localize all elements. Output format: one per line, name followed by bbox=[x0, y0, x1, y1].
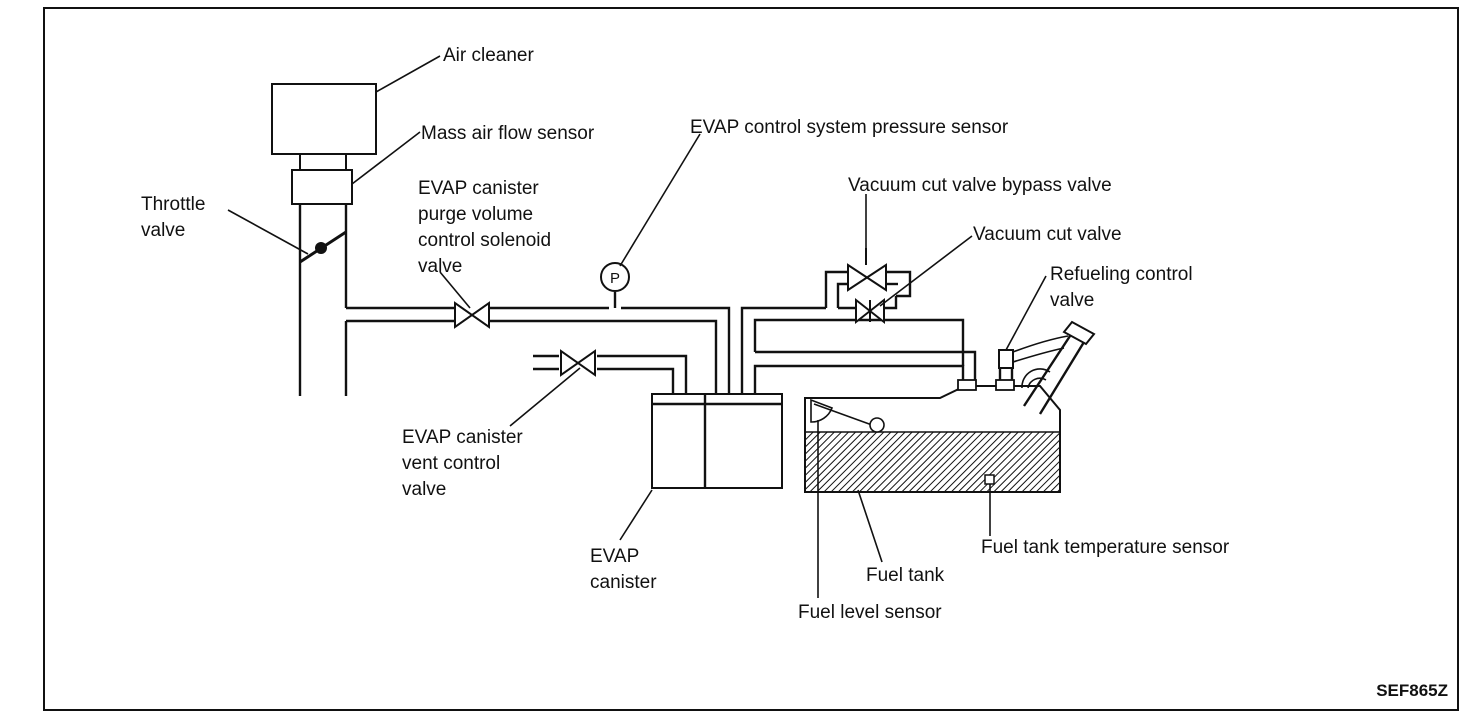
label-fuel-level-sensor: Fuel level sensor bbox=[798, 602, 942, 623]
cutvalve-loop bbox=[753, 318, 965, 366]
label-pressure-sensor: EVAP control system pressure sensor bbox=[690, 117, 1009, 138]
pressure-sensor-letter: P bbox=[610, 270, 620, 287]
vent-valve-symbol bbox=[560, 349, 596, 377]
leader-mass-air-flow bbox=[351, 131, 421, 185]
pressure-sensor-icon bbox=[600, 262, 630, 292]
canister-to-cutvalve-line-a bbox=[740, 306, 826, 394]
fuel-level-sensor-float bbox=[869, 417, 885, 433]
label-purge-valve-line4: valve bbox=[418, 256, 462, 277]
fuel-level-sensor-arm bbox=[813, 403, 873, 426]
filler-cap bbox=[1062, 320, 1096, 346]
bypass-line-left-outer bbox=[824, 270, 848, 308]
leader-purge-valve bbox=[439, 271, 471, 309]
purge-valve-stroke-b bbox=[454, 302, 490, 328]
cutvalve-to-tank-line-b bbox=[755, 350, 977, 380]
label-bypass-valve: Vacuum cut valve bypass valve bbox=[848, 175, 1112, 196]
leader-vacuum-cut bbox=[879, 235, 973, 307]
tank-fitting-left bbox=[957, 379, 977, 391]
bypass-valve-symbol bbox=[847, 263, 887, 292]
label-vacuum-cut-valve: Vacuum cut valve bbox=[973, 224, 1122, 245]
label-purge-valve-line2: purge volume bbox=[418, 204, 533, 225]
leader-canister bbox=[619, 489, 653, 541]
leader-vent-valve bbox=[509, 367, 581, 427]
filler-curve-b bbox=[1027, 377, 1047, 389]
evap-canister-box bbox=[651, 393, 783, 489]
throttle-shaft-dot bbox=[315, 242, 327, 254]
purge-line-upper-c bbox=[621, 306, 731, 394]
vent-line-upper-b bbox=[597, 354, 688, 394]
label-air-cleaner: Air cleaner bbox=[443, 45, 534, 66]
label-vent-valve-line2: vent control bbox=[402, 453, 500, 474]
bypass-line-left-inner bbox=[836, 282, 848, 308]
label-vent-valve-line1: EVAP canister bbox=[402, 427, 523, 448]
filler-neck-right bbox=[1038, 341, 1086, 415]
leader-pressure-sensor bbox=[619, 133, 701, 267]
purge-line-lower-b bbox=[489, 319, 718, 394]
label-fuel-tank-temperature-sensor: Fuel tank temperature sensor bbox=[981, 537, 1230, 558]
figure-code: SEF865Z bbox=[1376, 681, 1448, 700]
label-canister-line1: EVAP bbox=[590, 546, 639, 567]
filler-neck-left bbox=[1022, 335, 1072, 407]
label-throttle-valve-line2: valve bbox=[141, 220, 185, 241]
canister-to-tank-line bbox=[753, 364, 965, 394]
diagram-frame bbox=[43, 7, 1459, 711]
cutvalve-right-line bbox=[884, 296, 898, 310]
label-purge-valve-line3: control solenoid bbox=[418, 230, 551, 251]
leader-throttle bbox=[227, 209, 309, 255]
tank-fitting-right bbox=[995, 379, 1015, 391]
refuel-line-to-filler-a bbox=[1012, 335, 1069, 353]
mass-air-flow-sensor-box bbox=[291, 169, 353, 205]
label-refueling-valve-line2: valve bbox=[1050, 290, 1094, 311]
air-cleaner-box bbox=[271, 83, 377, 155]
leader-air-cleaner bbox=[375, 55, 441, 93]
air-cleaner-neck bbox=[299, 153, 347, 171]
label-vent-valve-line3: valve bbox=[402, 479, 446, 500]
leader-fuel-tank bbox=[857, 489, 883, 563]
vent-line-lower-b bbox=[597, 367, 675, 394]
fuel-tank-fuel bbox=[806, 432, 1059, 491]
label-throttle-valve-line1: Throttle bbox=[141, 194, 205, 215]
refueling-control-valve-body bbox=[998, 349, 1014, 369]
label-purge-valve-line1: EVAP canister bbox=[418, 178, 539, 199]
leader-refueling-valve bbox=[1005, 275, 1047, 351]
label-refueling-valve-line1: Refueling control bbox=[1050, 264, 1193, 285]
fuel-tank-temperature-sensor bbox=[984, 474, 995, 485]
label-canister-line2: canister bbox=[590, 572, 657, 593]
label-fuel-tank: Fuel tank bbox=[866, 565, 945, 586]
filler-curve-a bbox=[1021, 368, 1051, 389]
label-mass-air-flow-sensor: Mass air flow sensor bbox=[421, 123, 595, 144]
